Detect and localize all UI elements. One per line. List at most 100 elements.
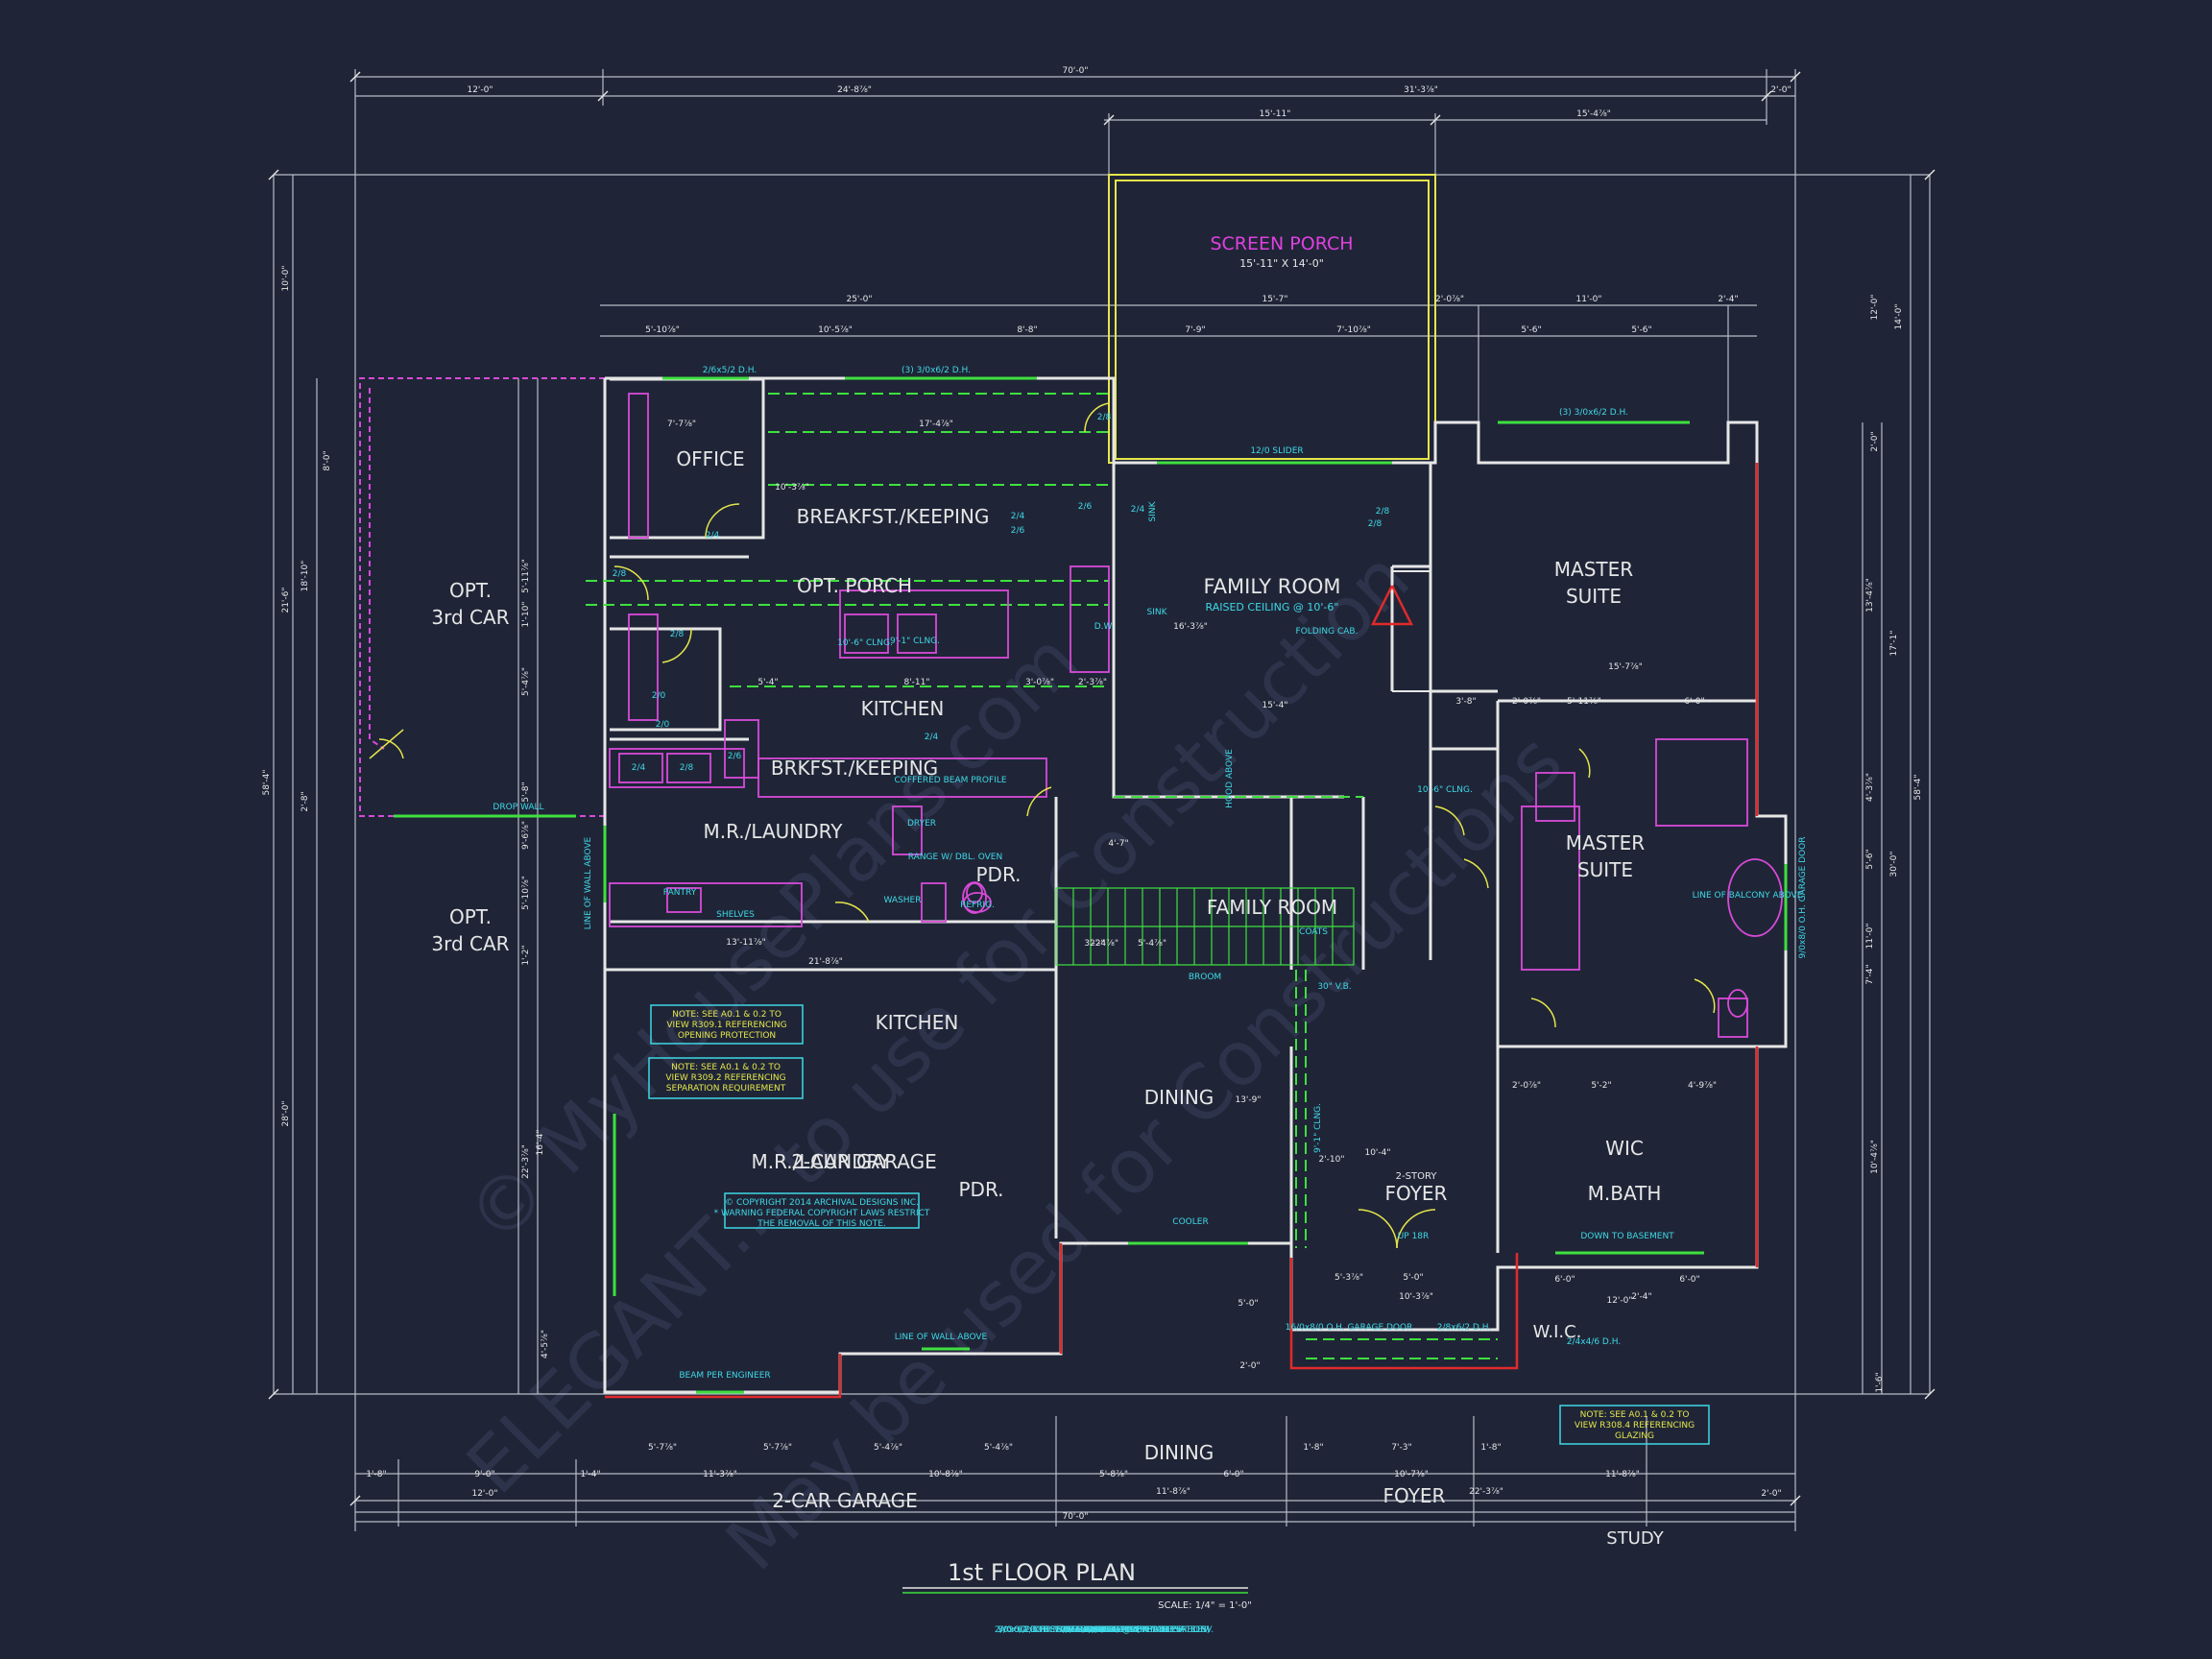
note-line: SEPARATION REQUIREMENT xyxy=(666,1084,786,1094)
annotation-label: LINE OF WALL ABOVE xyxy=(895,1333,988,1342)
dimension-left: 5'-4⅞" xyxy=(521,667,531,696)
dimension-left: 18'-10" xyxy=(301,561,310,592)
dimension-interior: 6'-0" xyxy=(1684,697,1704,707)
room-label-garage_bot: 2-CAR GARAGE xyxy=(772,1489,918,1512)
dimension-right: 4'-3⅞" xyxy=(1865,773,1875,802)
dimension-left: 4'-5⅞" xyxy=(541,1330,550,1358)
dimension-bottom: 5'-4⅞" xyxy=(984,1443,1013,1453)
dimension-bottom: 6'-0" xyxy=(1223,1470,1243,1479)
dimension-left: 5'-11⅞" xyxy=(521,559,531,593)
dimension-bottom: 2'-0" xyxy=(1761,1489,1781,1499)
dimension-right: 2'-0" xyxy=(1870,431,1880,451)
dimension-right: 12'-0" xyxy=(1870,294,1880,320)
room-label-master2: MASTER xyxy=(1566,831,1645,854)
note-line: NOTE: SEE A0.1 & 0.2 TO xyxy=(672,1010,781,1020)
dimension-top: 12'-0" xyxy=(467,85,493,95)
annotation-label: VAULT xyxy=(1091,1625,1118,1635)
annotation-label: COATS xyxy=(1299,927,1328,937)
note-line: VIEW R309.2 REFERENCING xyxy=(665,1073,785,1083)
note-line: NOTE: SEE A0.1 & 0.2 TO xyxy=(1580,1410,1690,1420)
annotation-label: 2/8 xyxy=(1376,507,1390,517)
dimension-left: 2'-8" xyxy=(301,791,310,811)
dimension-interior: 15'-7⅞" xyxy=(1608,662,1643,672)
annotation-label: 3/0x6/2 D.H. TWIN W/SEG. ARCH TRAN PER E… xyxy=(998,1625,1210,1635)
room-label-screen_porch: SCREEN PORCH xyxy=(1210,233,1353,254)
annotation-label: 12/0 SLIDER xyxy=(1250,446,1303,456)
fixtures xyxy=(609,393,1783,1038)
annotation-label: FREE-STANDING GARDEN TUB xyxy=(1039,1625,1168,1635)
room-sub-master: SUITE xyxy=(1566,585,1622,608)
room-label-family: FAMILY ROOM xyxy=(1203,575,1340,598)
dimension-left: 5'-8" xyxy=(521,781,531,802)
dimension-lines xyxy=(273,69,1931,1531)
dimension-interior: 8'-11" xyxy=(903,678,929,687)
dimension-top: 24'-8⅞" xyxy=(837,85,872,95)
annotation-label: 2/8 xyxy=(1097,413,1112,422)
dimension-left: 1'-10" xyxy=(521,601,531,627)
dimension-left: 10'-0" xyxy=(281,265,291,291)
dimension-interior: 13'-9" xyxy=(1235,1095,1261,1105)
dimension-top: 15'-11" xyxy=(1260,109,1291,119)
dimension-interior: 10'-3⅞" xyxy=(1399,1292,1433,1302)
dimension-top: 2'-4" xyxy=(1718,295,1738,304)
room-label-family2: FAMILY ROOM xyxy=(1207,896,1337,919)
dimension-interior: 2'-4" xyxy=(1631,1292,1651,1302)
annotation-label: 2/0x6/2 D.H. TRIPLE W/SEG. ARCH TRAN PER… xyxy=(995,1625,1214,1635)
plan-scale: SCALE: 1/4" = 1'-0" xyxy=(1158,1600,1252,1611)
dimension-top: 15'-4⅞" xyxy=(1576,109,1611,119)
dimension-right: 7'-4" xyxy=(1865,964,1875,984)
annotation-label: 2/8 xyxy=(670,630,685,639)
dimension-right: 13'-4⅞" xyxy=(1865,578,1875,613)
annotation-label: 2/6 xyxy=(728,752,742,761)
beam-lines xyxy=(586,393,1498,1359)
dimension-top: 2'-0" xyxy=(1770,85,1791,95)
dimension-top: 5'-6" xyxy=(1521,325,1541,335)
dimension-bottom: 10'-8⅞" xyxy=(928,1470,963,1479)
dimension-interior: 6'-0" xyxy=(1554,1275,1575,1285)
room-label-wic: WIC xyxy=(1605,1137,1644,1160)
annotation-label: 2/4 xyxy=(632,763,646,773)
dimension-top: 31'-3⅞" xyxy=(1404,85,1438,95)
dimension-right: 1'-6" xyxy=(1875,1372,1885,1392)
annotation-label: FOLDING CAB. xyxy=(1296,627,1358,637)
dimension-interior: 5'-4⅞" xyxy=(1138,939,1166,949)
dimension-interior: 5'-0" xyxy=(1403,1273,1423,1283)
dimension-interior: 2'-0" xyxy=(1239,1361,1260,1371)
dimension-bottom: 7'-3" xyxy=(1391,1443,1411,1453)
room-label-office: OFFICE xyxy=(676,447,744,470)
annotation-label: DOWN TO BASEMENT xyxy=(1580,1232,1674,1241)
dimension-right: 11'-0" xyxy=(1865,923,1875,949)
dimension-right: 17'-1" xyxy=(1889,630,1899,656)
dimension-interior: 16'-3⅞" xyxy=(1173,622,1208,632)
dimension-left: 21'-6" xyxy=(281,587,291,613)
dimension-left: 1'-2" xyxy=(521,945,531,965)
dimension-interior: 2'-10" xyxy=(1318,1155,1344,1165)
annotation-label: 16/0x8/0 O.H. GARAGE DOOR xyxy=(1286,1323,1413,1333)
plan-title-block: 1st FLOOR PLAN SCALE: 1/4" = 1'-0" xyxy=(902,1559,1252,1611)
annotation-label: WOOD COL'S. ON STONE PIERS (PER ELEVATIO… xyxy=(998,1625,1211,1635)
dimension-interior: 13'-11⅞" xyxy=(726,938,766,948)
annotation-label: SINK xyxy=(1148,500,1158,521)
dimension-interior: 2'-0⅞" xyxy=(1512,697,1541,707)
dimension-top: 5'-6" xyxy=(1631,325,1651,335)
dimension-top: 7'-10⅞" xyxy=(1336,325,1371,335)
opt-3rd-car-outline xyxy=(359,377,605,817)
room-label-foyer_bot: FOYER xyxy=(1383,1484,1446,1507)
room-label-pdr: PDR. xyxy=(975,863,1021,886)
room-label-pdr2: PDR. xyxy=(958,1178,1003,1201)
room-label-brkfst2: BRKFST./KEEPING xyxy=(771,757,938,780)
dimension-left: 58'-4" xyxy=(262,769,272,795)
dimension-interior: 3'-2" xyxy=(1084,939,1104,949)
dimension-bottom: 5'-4⅞" xyxy=(874,1443,902,1453)
annotation-label: 2/8x6/2 D.H. xyxy=(1437,1323,1491,1333)
room-label-opt_porch: OPT. PORCH xyxy=(797,574,912,597)
annotation-label: 2/6x5/2 D.H. xyxy=(703,366,757,375)
dimension-right: 10'-4⅞" xyxy=(1870,1140,1880,1174)
annotation-label: 9/0x8/0 O.H. GARAGE DOOR xyxy=(1798,837,1808,959)
dimension-left: 16'-4" xyxy=(536,1129,545,1155)
dimension-top: 15'-7" xyxy=(1262,295,1287,304)
dimension-interior: 5'-2" xyxy=(1591,1081,1611,1091)
annotation-label: (3) 3/0x6/2 D.H. xyxy=(1559,408,1628,418)
annotation-label: DRYER xyxy=(907,819,936,829)
